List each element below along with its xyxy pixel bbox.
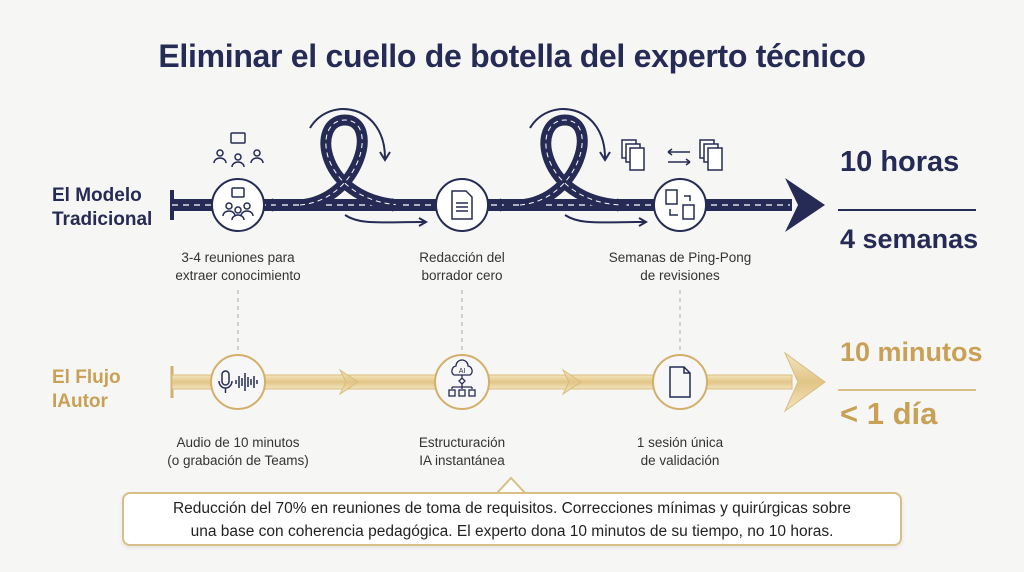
iautor-step-1-caption: Audio de 10 minutos (o grabación de Teams… xyxy=(138,434,338,470)
microphone-audio-icon xyxy=(210,354,266,410)
single-document-icon xyxy=(652,354,708,410)
traditional-row-label: El Modelo Tradicional xyxy=(52,184,152,232)
caption-line: (o grabación de Teams) xyxy=(167,453,309,468)
connector-lines xyxy=(237,290,681,350)
caption-line: extraer conocimiento xyxy=(175,268,301,283)
caption-line: borrador cero xyxy=(421,268,503,283)
caption-line: Estructuración xyxy=(418,435,506,450)
summary-callout: Reducción del 70% en reuniones de toma d… xyxy=(122,492,902,546)
document-exchange-icon xyxy=(621,139,723,232)
traditional-result-hours: 10 horas xyxy=(840,146,960,178)
document-icon xyxy=(435,178,489,232)
callout-pointer xyxy=(494,476,528,494)
meeting-group-icon xyxy=(211,132,265,232)
loop-2 xyxy=(519,108,649,227)
caption-line: Redacción del xyxy=(419,250,505,265)
caption-line: 1 sesión única xyxy=(636,435,724,450)
traditional-step-1-caption: 3-4 reuniones para extraer conocimiento xyxy=(138,249,338,285)
svg-text:AI: AI xyxy=(459,368,466,375)
iautor-step-2-caption: Estructuración IA instantánea xyxy=(362,434,562,470)
ai-structure-icon: AI xyxy=(434,354,490,410)
traditional-step-3-caption: Semanas de Ping-Pong de revisiones xyxy=(580,249,780,285)
iautor-row-label: El Flujo IAutor xyxy=(52,366,121,414)
page-title: Eliminar el cuello de botella del expert… xyxy=(158,38,866,74)
callout-line: Reducción del 70% en reuniones de toma d… xyxy=(172,500,852,517)
callout-line: una base con coherencia pedagógica. El e… xyxy=(190,523,834,540)
iautor-result-days: < 1 día xyxy=(840,396,938,431)
caption-line: IA instantánea xyxy=(419,453,505,468)
caption-line: Audio de 10 minutos xyxy=(176,435,300,450)
traditional-step-2-caption: Redacción del borrador cero xyxy=(362,249,562,285)
caption-line: de validación xyxy=(640,453,720,468)
label-line: IAutor xyxy=(52,391,108,412)
iautor-track xyxy=(170,351,826,413)
label-line: El Flujo xyxy=(52,367,121,388)
iautor-step-3-caption: 1 sesión única de validación xyxy=(580,434,780,470)
iautor-result-divider xyxy=(838,389,976,391)
iautor-result-minutes: 10 minutos xyxy=(840,337,983,367)
caption-line: de revisiones xyxy=(640,268,720,283)
caption-line: 3-4 reuniones para xyxy=(181,250,295,265)
label-line: El Modelo xyxy=(52,185,142,206)
caption-line: Semanas de Ping-Pong xyxy=(608,250,752,265)
traditional-track xyxy=(170,108,825,232)
loop-1 xyxy=(299,108,429,227)
traditional-result-divider xyxy=(838,209,976,211)
traditional-result-weeks: 4 semanas xyxy=(840,224,979,254)
label-line: Tradicional xyxy=(52,209,153,230)
